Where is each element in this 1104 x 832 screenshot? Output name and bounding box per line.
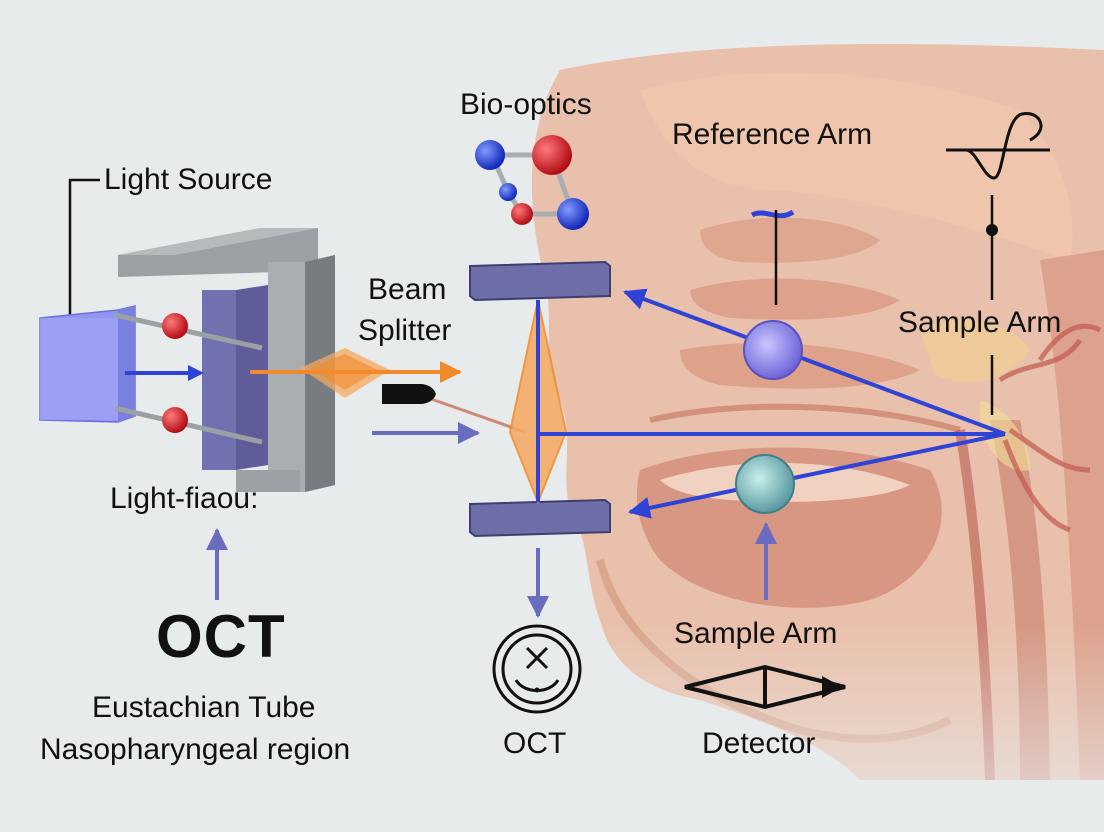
beam-splitter-label-line2: Splitter [358, 314, 452, 347]
reference-arm-marker [750, 209, 795, 305]
sample-arm-label-right: Sample Arm [898, 306, 1062, 339]
sample-arm-beam [628, 432, 1006, 519]
detector-label: Detector [702, 727, 816, 760]
light-source-callout [68, 178, 100, 370]
oct-label-small: OCT [503, 727, 567, 760]
eustachian-tube-label: Eustachian Tube [92, 691, 316, 724]
molecule-icon [475, 135, 589, 230]
reference-mirror-bottom [469, 498, 611, 538]
light-source-cube-icon [39, 305, 136, 423]
reference-arm-beam [623, 288, 1006, 436]
nasopharyngeal-region-label: Nasopharyngeal region [40, 733, 351, 766]
source-beam-arrow [125, 365, 204, 381]
beam-splitter-label-line1: Beam [368, 273, 447, 306]
sample-arm-label-bottom: Sample Arm [674, 617, 838, 650]
lens-purple [743, 320, 803, 380]
wave-symbol-icon [946, 112, 1050, 415]
light-fiber-label: Light-fiaou: [110, 482, 259, 515]
black-pointer-arrow [382, 384, 436, 404]
bio-optics-label: Bio-optics [460, 88, 592, 121]
detector-diamond-icon [684, 664, 846, 710]
oct-title-large: OCT [156, 603, 286, 670]
beam-splitter-prism [508, 299, 1005, 505]
atom-red-bottom [162, 407, 188, 433]
light-source-pins [114, 312, 263, 445]
light-source-label: Light Source [104, 163, 273, 196]
lens-teal [735, 454, 795, 514]
atom-red-top [162, 313, 188, 339]
face-sensor-icon [492, 624, 582, 714]
reference-mirror-top [469, 260, 611, 302]
reference-arm-label: Reference Arm [672, 118, 873, 151]
